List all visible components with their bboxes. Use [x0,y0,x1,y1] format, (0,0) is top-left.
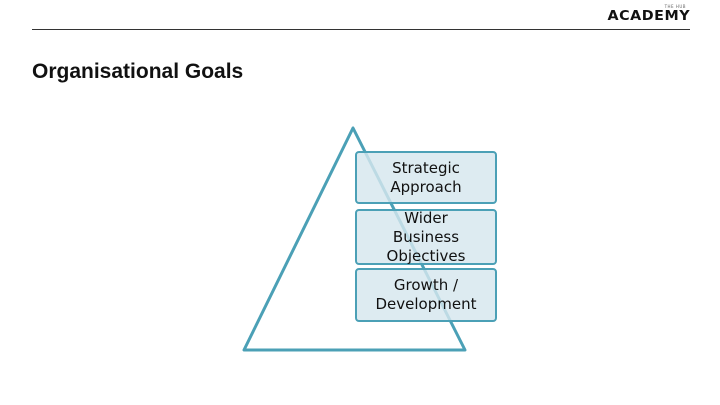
brand-tagline: THE HUB [664,4,686,9]
brand-name: ACADEMY [607,9,690,24]
pyramid-level-wider-business-objectives: Wider Business Objectives [355,209,497,265]
label-line: Objectives [386,246,466,265]
label-line: Business [392,227,460,246]
label-line: Strategic [392,158,460,177]
pyramid-level-label: Strategic Approach [390,159,461,197]
pyramid-level-strategic-approach: Strategic Approach [355,151,497,204]
label-line: Wider [404,208,448,227]
pyramid-level-growth-development: Growth / Development [355,268,497,322]
label-line: Growth / [393,276,459,294]
page-title: Organisational Goals [32,60,244,83]
brand-logo: THE HUB ACADEMY [607,4,690,24]
pyramid-level-label: Wider Business Objectives [387,209,466,266]
header-divider [32,29,690,30]
pyramid-level-label: Growth / Development [376,276,477,314]
label-line: Development [375,295,477,313]
label-line: Approach [390,177,462,196]
